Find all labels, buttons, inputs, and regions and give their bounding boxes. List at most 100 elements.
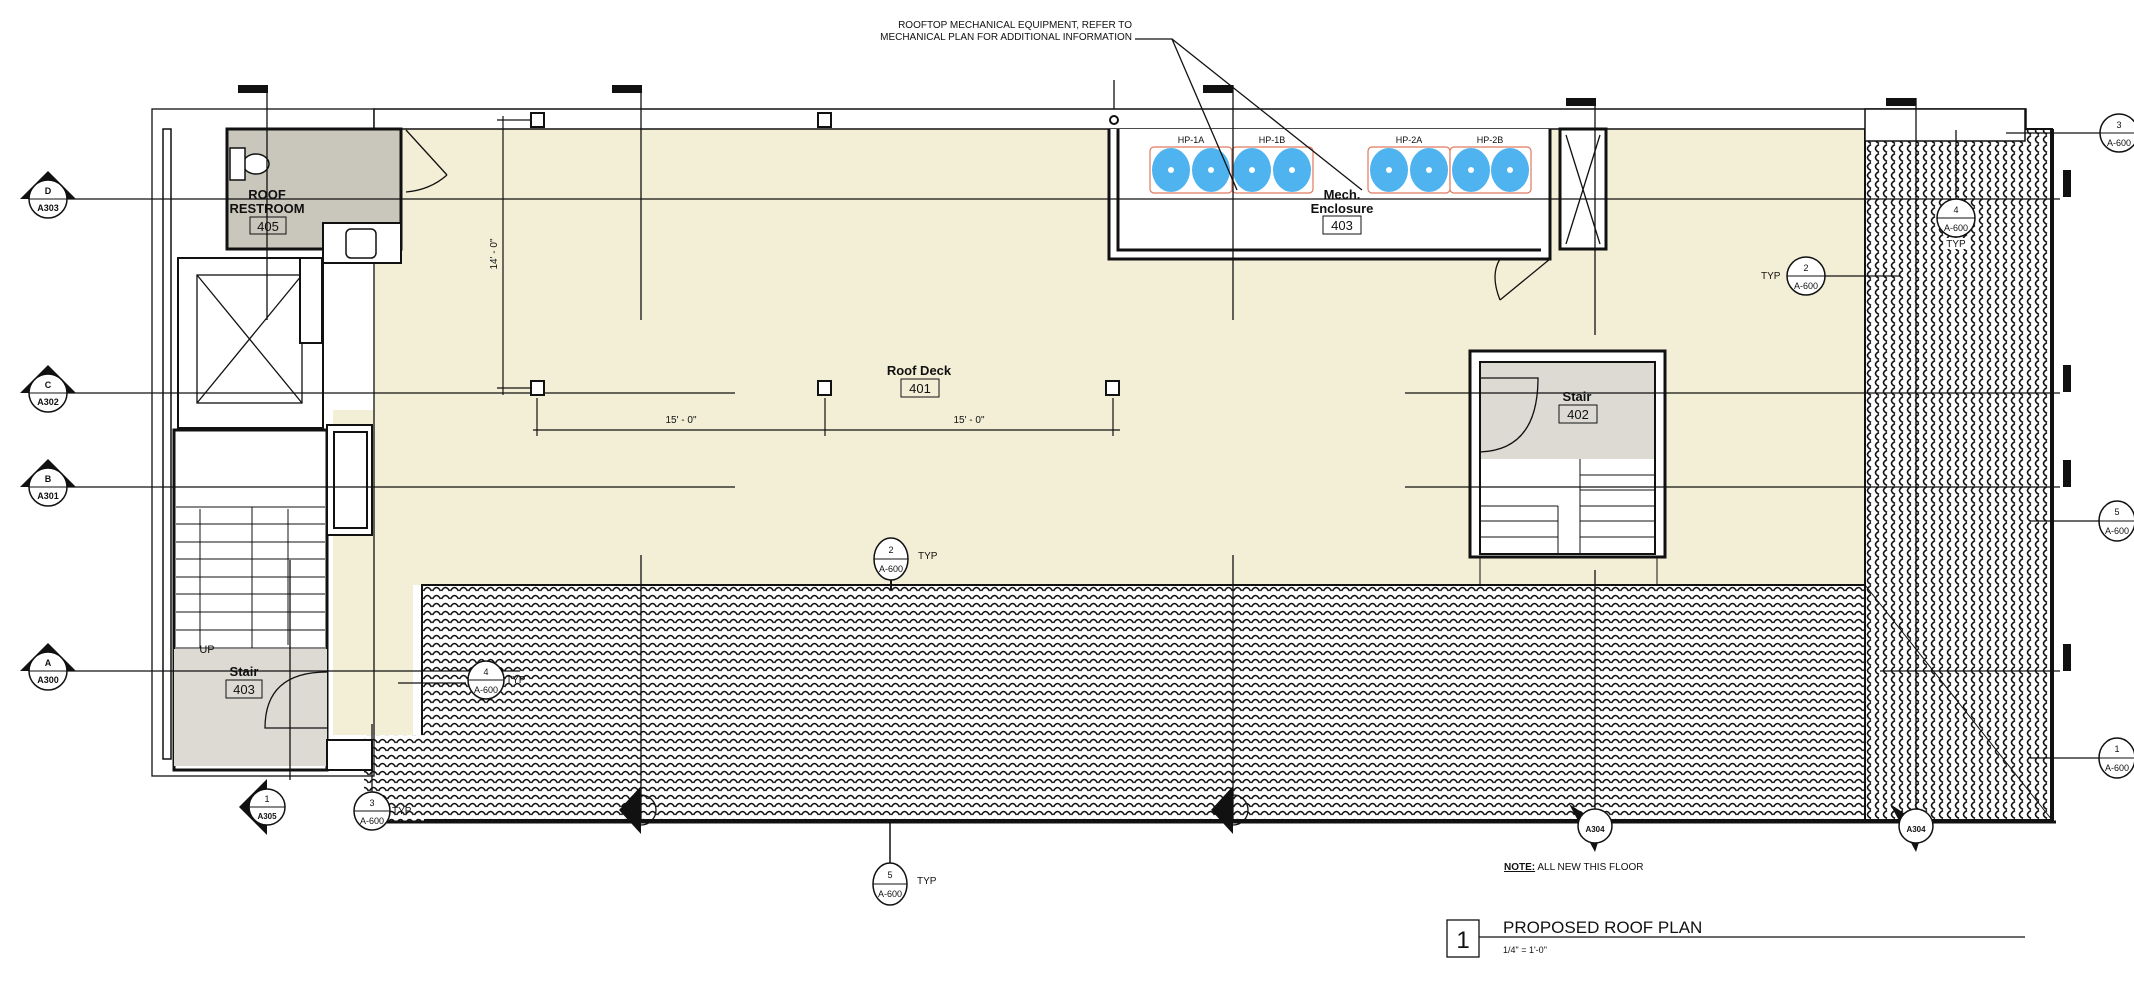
grid-id: C: [45, 380, 52, 390]
sheet-ref: A-600: [2105, 526, 2129, 536]
hvac-units: HP-1A HP-1B HP-2A HP-2B: [1149, 135, 1532, 194]
structural-columns: [530, 112, 1120, 396]
drawing-title: 1 PROPOSED ROOF PLAN 1/4" = 1'-0": [1446, 918, 2025, 958]
building-outline: [151, 108, 2027, 777]
drawing-number: 1: [1456, 927, 1469, 954]
sheet-ref: A-600: [1794, 281, 1818, 291]
section-marker: [619, 786, 657, 834]
detail-callout: 2 A-600 TYP: [1761, 256, 1826, 296]
detail-number: 5: [2114, 507, 2119, 517]
sheet-ref: A-600: [474, 685, 498, 695]
room-name: Mech.: [1324, 187, 1361, 202]
grid-id: A: [45, 658, 52, 668]
detail-callouts: 2 A-600 TYP 5 A-600 TYP 4 A-600 TYP 3 A-…: [353, 113, 2134, 906]
room-number: 401: [909, 381, 931, 396]
sheet-ref: A-600: [2107, 138, 2131, 148]
room-stair-east: Stair 402: [1468, 349, 1667, 585]
room-name: Stair: [1563, 389, 1592, 404]
sheet-ref: A301: [37, 491, 59, 501]
grid-bubbles: D A303 C A302 B A301 A A300: [20, 171, 76, 691]
sheet-ref: A-600: [1944, 223, 1968, 233]
grid-bubble-b: B A301: [20, 459, 76, 507]
typ-label: TYP: [1761, 271, 1781, 282]
note-text: ALL NEW THIS FLOOR: [1535, 862, 1643, 873]
door-swing-icon: [1479, 377, 1539, 453]
detail-number: 4: [483, 667, 488, 677]
sheet-ref: A302: [37, 397, 59, 407]
sheet-ref: A304: [1585, 825, 1605, 834]
typ-label: TYP: [506, 675, 526, 686]
detail-callout: 3 A-600: [2099, 113, 2134, 153]
sheet-ref: A305: [257, 812, 277, 821]
sheet-ref: A304: [1906, 825, 1926, 834]
sheet-ref: A-600: [878, 889, 902, 899]
equipment-label: HP-2A: [1396, 135, 1423, 145]
detail-number: 5: [887, 870, 892, 880]
sheet-ref: A303: [37, 203, 59, 213]
typ-label: TYP: [392, 806, 412, 817]
section-marker: [1211, 786, 1249, 834]
detail-number: 2: [888, 545, 893, 555]
sheet-ref: A300: [37, 675, 59, 685]
room-name: Roof Deck: [887, 363, 952, 378]
section-id: 1: [264, 794, 269, 804]
grid-lines: [60, 80, 2060, 820]
room-roof-restroom: ROOF RESTROOM 405: [225, 127, 448, 264]
detail-number: 4: [1953, 205, 1958, 215]
svg-text:NOTE: ALL NEW THIS FLOOR: NOTE: ALL NEW THIS FLOOR: [1504, 862, 1643, 873]
note-text: ROOFTOP MECHANICAL EQUIPMENT, REFER TO: [898, 20, 1132, 31]
room-number: 403: [1331, 218, 1353, 233]
sheet-ref: A-600: [360, 816, 384, 826]
door-swing-icon: [264, 671, 328, 729]
section-marker-a305: 1 A305: [239, 779, 286, 835]
grid-bubble-a: A A300: [20, 643, 76, 691]
grid-id: B: [45, 474, 52, 484]
section-markers: 1 A305 A304 A304: [239, 779, 1934, 852]
room-number: 402: [1567, 407, 1589, 422]
detail-callout: 4 A-600 TYP: [467, 660, 526, 700]
sheet-ref: A-600: [879, 564, 903, 574]
note-text: MECHANICAL PLAN FOR ADDITIONAL INFORMATI…: [880, 32, 1132, 43]
detail-callout: 5 A-600 TYP: [872, 862, 937, 906]
detail-number: 1: [2114, 744, 2119, 754]
section-marker-a304: A304: [1890, 804, 1934, 852]
sheet-ref: A-600: [2105, 763, 2129, 773]
grid-bubble-c: C A302: [20, 365, 76, 413]
drawing-scale: 1/4" = 1'-0": [1503, 945, 1547, 955]
door-swing-icon: [1494, 258, 1551, 301]
detail-number: 2: [1803, 263, 1808, 273]
column-markers: [238, 85, 2071, 671]
detail-callout: 4 A-600 TYP: [1936, 198, 1976, 250]
toilet-icon: [242, 153, 270, 175]
grid-bubble-d: D A303: [20, 171, 76, 219]
note-label: NOTE:: [1504, 862, 1535, 873]
room-number: 403: [233, 682, 255, 697]
elevator-shaft: [177, 257, 324, 429]
equipment-label: HP-2B: [1477, 135, 1504, 145]
dimension-label: 15' - 0": [953, 415, 984, 426]
room-number: 405: [257, 219, 279, 234]
detail-callout: 1 A-600: [2098, 737, 2134, 779]
general-note: NOTE: ALL NEW THIS FLOOR: [1504, 862, 1643, 873]
equipment-label: HP-1A: [1178, 135, 1205, 145]
dimension-label: 15' - 0": [665, 415, 696, 426]
door-swing-icon: [405, 129, 448, 193]
dimensions: 15' - 0" 15' - 0" 14' - 0": [489, 116, 1120, 436]
room-roof-deck: Roof Deck 401: [887, 363, 952, 398]
room-name: Enclosure: [1311, 201, 1374, 216]
stair-up-label: UP: [199, 644, 214, 656]
roofing-hatch: [362, 128, 2056, 824]
detail-number: 3: [369, 798, 374, 808]
dimension-label: 14' - 0": [489, 238, 500, 269]
detail-number: 3: [2116, 120, 2121, 130]
detail-callout: 5 A-600: [2098, 500, 2134, 542]
grid-id: D: [45, 186, 52, 196]
typ-label: TYP: [1946, 239, 1966, 250]
sink-icon: [345, 228, 377, 259]
drawing-name: PROPOSED ROOF PLAN: [1503, 918, 1702, 937]
section-marker-a304: A304: [1569, 804, 1613, 852]
detail-callout: 3 A-600 TYP: [353, 791, 412, 831]
typ-label: TYP: [918, 551, 938, 562]
equipment-label: HP-1B: [1259, 135, 1286, 145]
